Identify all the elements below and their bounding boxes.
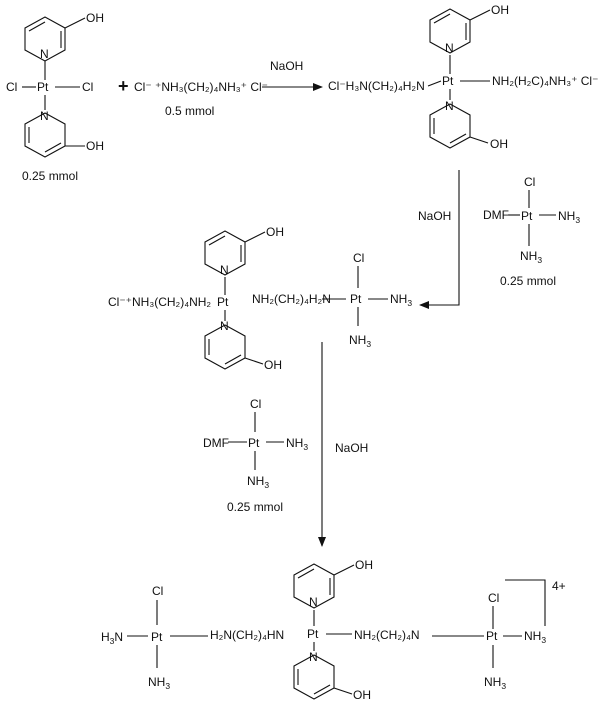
intermediate-complex-2: OH N Pt Cl⁻⁺NH₃(CH₂)₄NH₂ NH₂(CH₂)₄H₂N Pt… bbox=[108, 225, 412, 372]
amine-chain-label: Cl⁻H₃N(CH₂)₄H₂N bbox=[328, 79, 425, 93]
reagent-label: NaOH bbox=[335, 441, 368, 455]
chloride-label: Cl bbox=[488, 591, 499, 605]
amine-chain-label: NH₂(H₂C)₄NH₃⁺ Cl⁻ bbox=[492, 74, 598, 88]
platinum-label: Pt bbox=[248, 436, 260, 450]
hydroxyl-label: OH bbox=[490, 137, 508, 151]
nitrogen-label: N bbox=[40, 109, 49, 123]
ammine-label: NH3 bbox=[286, 436, 308, 452]
platinum-label: Pt bbox=[521, 209, 533, 223]
hydroxyl-label: OH bbox=[355, 558, 373, 572]
ammine-label: NH3 bbox=[524, 629, 546, 645]
diamine-label: Cl⁻ ⁺NH₃(CH₂)₄NH₃⁺ Cl⁻ bbox=[134, 80, 268, 94]
reagent-label: NaOH bbox=[418, 209, 451, 223]
platinum-label: Pt bbox=[307, 627, 319, 641]
intermediate-complex-1: OH N Pt Cl⁻H₃N(CH₂)₄H₂N NH₂(H₂C)₄NH₃⁺ Cl… bbox=[328, 3, 598, 151]
charge-label: 4+ bbox=[552, 579, 566, 593]
product-complex: Cl H3N Pt NH3 H₂N(CH₂)₄HN OH N Pt NH₂(CH… bbox=[101, 558, 566, 702]
nitrogen-label: N bbox=[40, 47, 49, 61]
hydroxyl-label: OH bbox=[86, 139, 104, 153]
ammine-label: NH3 bbox=[349, 333, 371, 349]
amine-chain-label: Cl⁻⁺NH₃(CH₂)₄NH₂ bbox=[108, 295, 211, 309]
ammine-label: NH3 bbox=[390, 292, 412, 308]
starting-complex: OH N Pt Cl Cl N OH 0.25 mmol bbox=[6, 11, 104, 183]
dmf-label: DMF bbox=[483, 208, 509, 222]
nitrogen-label: N bbox=[309, 595, 318, 609]
amount-label: 0.5 mmol bbox=[165, 104, 214, 118]
nitrogen-label: N bbox=[445, 99, 454, 113]
chloride-label: Cl bbox=[250, 397, 261, 411]
hydroxyl-label: OH bbox=[86, 11, 104, 25]
platinum-label: Pt bbox=[486, 629, 498, 643]
chloride-label: Cl bbox=[152, 584, 163, 598]
ammine-label: NH3 bbox=[520, 249, 542, 265]
dmf-label: DMF bbox=[203, 436, 229, 450]
ammine-label: H3N bbox=[101, 630, 123, 646]
reagent-label: NaOH bbox=[270, 59, 303, 73]
charge-bracket bbox=[505, 579, 546, 626]
ammine-label: NH3 bbox=[558, 209, 580, 225]
hydroxyl-label: OH bbox=[264, 358, 282, 372]
nitrogen-label: N bbox=[220, 319, 229, 333]
hydroxyl-label: OH bbox=[266, 225, 284, 239]
plus-sign: + bbox=[118, 76, 129, 96]
amount-label: 0.25 mmol bbox=[22, 169, 78, 183]
hydroxyl-label: OH bbox=[353, 688, 371, 702]
amine-chain-label: H₂N(CH₂)₄HN bbox=[210, 628, 284, 642]
platinum-label: Pt bbox=[442, 74, 454, 88]
amine-chain-label: NH₂(CH₂)₄N bbox=[354, 628, 420, 642]
ammine-label: NH3 bbox=[247, 474, 269, 490]
pt-dmf-reagent: Cl DMF Pt NH3 NH3 0.25 mmol bbox=[203, 397, 308, 514]
nitrogen-label: N bbox=[445, 41, 454, 55]
hydroxyl-label: OH bbox=[491, 3, 509, 17]
ammine-label: NH3 bbox=[484, 675, 506, 691]
platinum-label: Pt bbox=[37, 80, 49, 94]
chloride-label: Cl bbox=[524, 175, 535, 189]
nitrogen-label: N bbox=[309, 650, 318, 664]
amine-chain-label: NH₂(CH₂)₄H₂N bbox=[252, 292, 331, 306]
platinum-label: Pt bbox=[151, 630, 163, 644]
platinum-label: Pt bbox=[350, 292, 362, 306]
platinum-label: Pt bbox=[217, 295, 229, 309]
nitrogen-label: N bbox=[220, 263, 229, 277]
reaction-arrow bbox=[419, 170, 460, 309]
chloride-label: Cl bbox=[353, 251, 364, 265]
chloride-label: Cl bbox=[6, 80, 17, 94]
pt-dmf-reagent: Cl DMF Pt NH3 NH3 0.25 mmol bbox=[483, 175, 580, 288]
chloride-label: Cl bbox=[82, 80, 93, 94]
amount-label: 0.25 mmol bbox=[500, 274, 556, 288]
amount-label: 0.25 mmol bbox=[227, 500, 283, 514]
ammine-label: NH3 bbox=[148, 675, 170, 691]
